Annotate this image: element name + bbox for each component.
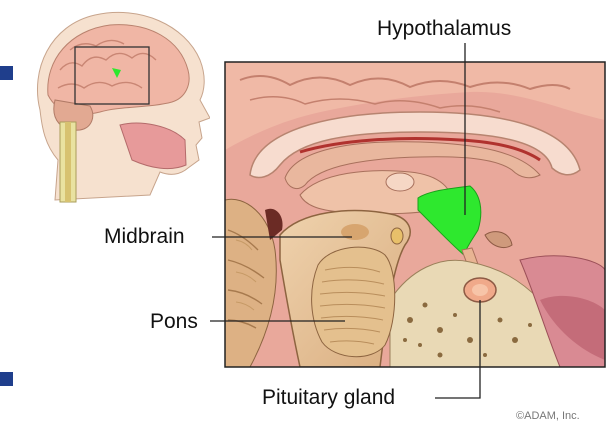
- thumb-spinal-cord: [65, 122, 71, 202]
- nav-marker-top: [0, 66, 13, 80]
- nav-marker-bottom: [0, 372, 13, 386]
- hypothalamus-label: Hypothalamus: [377, 18, 511, 39]
- pons: [312, 247, 395, 357]
- copyright-credit: ©ADAM, Inc.: [516, 410, 580, 422]
- midbrain-label: Midbrain: [104, 226, 185, 247]
- pituitary-label: Pituitary gland: [262, 387, 395, 408]
- pons-label: Pons: [150, 311, 198, 332]
- head-thumbnail: [37, 12, 210, 202]
